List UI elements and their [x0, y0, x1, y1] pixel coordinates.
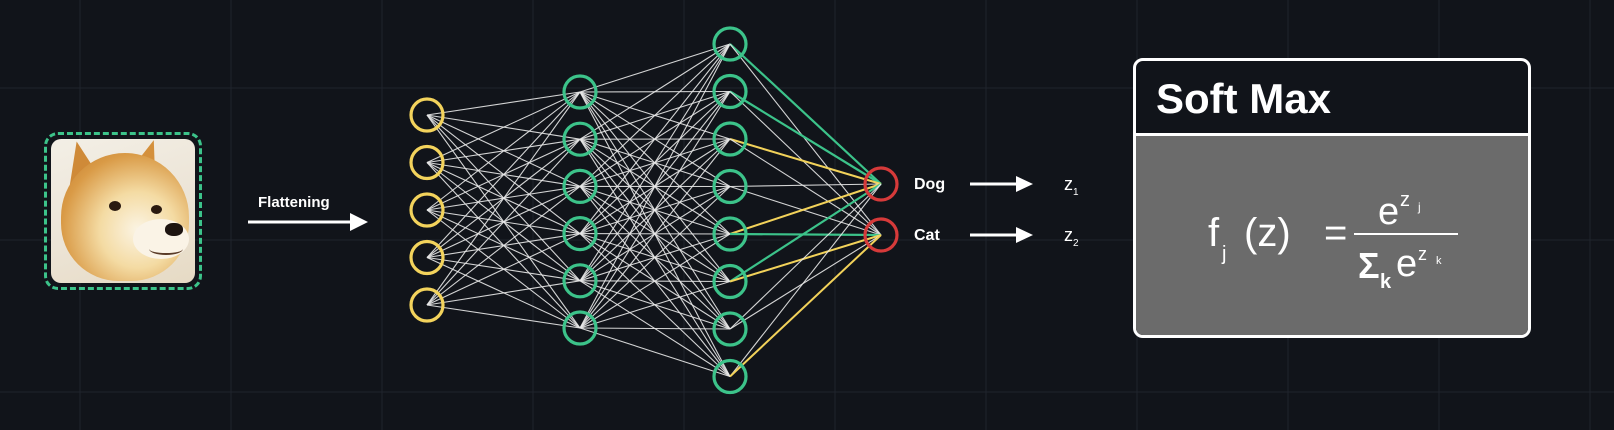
formula-denominator-e: e	[1396, 243, 1417, 285]
softmax-title: Soft Max	[1136, 61, 1528, 136]
formula-denominator-exp-sub: k	[1436, 255, 1442, 267]
output-node	[863, 166, 899, 202]
hidden2-node	[712, 358, 748, 395]
softmax-formula-area: f j (z) = e z j Σ k e z k	[1136, 136, 1528, 335]
output-z2: z2	[1064, 225, 1079, 249]
hidden1-node	[562, 121, 598, 157]
connection-input-hidden1	[426, 233, 581, 306]
connection-hidden2-output	[729, 234, 882, 283]
connection-input-hidden1	[426, 91, 581, 116]
connection-hidden2-output	[729, 183, 882, 283]
connection-hidden1-hidden2	[579, 138, 731, 329]
hidden2-node	[712, 121, 748, 157]
connection-hidden1-hidden2	[579, 43, 731, 282]
connection-hidden1-hidden2	[579, 327, 731, 330]
cat-arrowhead	[1016, 227, 1033, 243]
connection-hidden2-output	[729, 234, 882, 330]
connection-input-hidden1	[426, 280, 581, 306]
connection-hidden2-output	[729, 138, 882, 236]
formula-equals: =	[1324, 211, 1347, 255]
dog-eye-right	[151, 205, 162, 214]
connection-input-hidden1	[426, 185, 581, 306]
flattening-label: Flattening	[258, 194, 330, 211]
connection-hidden2-output	[729, 183, 882, 235]
connection-hidden2-output	[729, 43, 882, 236]
connection-hidden1-hidden2	[579, 43, 731, 234]
connection-hidden2-output	[729, 138, 882, 185]
input-node	[409, 192, 445, 228]
formula-sigma: Σ	[1358, 245, 1380, 286]
connection-hidden1-hidden2	[579, 186, 731, 329]
hidden2-node	[712, 263, 748, 300]
connection-input-hidden1	[426, 91, 581, 211]
connection-hidden2-output	[729, 91, 882, 236]
input-node	[409, 144, 445, 181]
connection-hidden1-hidden2	[579, 43, 731, 187]
hidden1-node	[562, 263, 598, 299]
hidden1-node	[562, 310, 598, 346]
connection-hidden1-hidden2	[579, 91, 731, 329]
input-node	[409, 287, 445, 323]
output-z1: z1	[1064, 174, 1079, 198]
network-connections	[426, 43, 882, 378]
dog-arrowhead	[1016, 176, 1033, 192]
dog-mouth	[149, 243, 183, 255]
connection-hidden2-output	[729, 90, 882, 185]
connection-hidden1-hidden2	[579, 43, 731, 140]
formula-denominator-exp: z	[1418, 244, 1427, 264]
dog-head	[61, 153, 189, 281]
class-label-cat: Cat	[914, 227, 940, 244]
formula-numerator-e: e	[1378, 191, 1399, 233]
connection-hidden2-output	[729, 232, 882, 237]
formula-sigma-sub: k	[1380, 271, 1392, 293]
connection-hidden1-hidden2	[579, 43, 731, 329]
connection-hidden2-output	[729, 43, 882, 185]
doge-image	[51, 139, 195, 283]
connection-input-hidden1	[426, 91, 581, 163]
softmax-panel: Soft Max f j (z) = e z j Σ k e z k	[1133, 58, 1531, 338]
input-image-card	[44, 132, 202, 290]
hidden2-node	[712, 311, 748, 347]
class-label-dog: Dog	[914, 176, 945, 193]
connection-hidden2-output	[729, 183, 882, 330]
formula-f-subscript: j	[1221, 243, 1226, 265]
formula-numerator-exp: z	[1400, 189, 1410, 211]
connection-input-hidden1	[426, 138, 581, 306]
formula-numerator-exp-sub: j	[1417, 200, 1421, 214]
hidden2-node	[712, 216, 748, 252]
connection-input-hidden1	[426, 304, 581, 329]
output-node	[863, 217, 899, 253]
connection-hidden2-output	[729, 185, 882, 236]
flattening-arrowhead	[350, 213, 368, 231]
hidden1-node	[562, 168, 598, 204]
hidden1-node	[562, 74, 598, 110]
hidden2-node	[712, 168, 748, 205]
connection-hidden2-output	[729, 183, 882, 377]
formula-arg: (z)	[1244, 211, 1291, 255]
connection-hidden1-hidden2	[579, 233, 731, 329]
hidden1-node	[562, 216, 598, 252]
connection-input-hidden1	[426, 91, 581, 306]
dog-nose	[165, 223, 183, 236]
softmax-formula: f j (z) = e z j Σ k e z k	[1208, 189, 1458, 293]
input-node	[409, 97, 445, 133]
input-node	[409, 239, 445, 276]
connection-hidden1-hidden2	[579, 327, 731, 378]
dog-eye-left	[109, 201, 121, 211]
connection-hidden2-output	[729, 183, 882, 188]
connection-hidden1-hidden2	[579, 280, 731, 329]
connection-hidden1-hidden2	[579, 43, 731, 93]
formula-f: f	[1208, 211, 1220, 255]
network-nodes	[409, 26, 899, 395]
connection-hidden2-output	[729, 234, 882, 378]
hidden2-node	[712, 26, 748, 62]
connection-input-hidden1	[426, 91, 581, 258]
hidden2-node	[712, 73, 748, 110]
